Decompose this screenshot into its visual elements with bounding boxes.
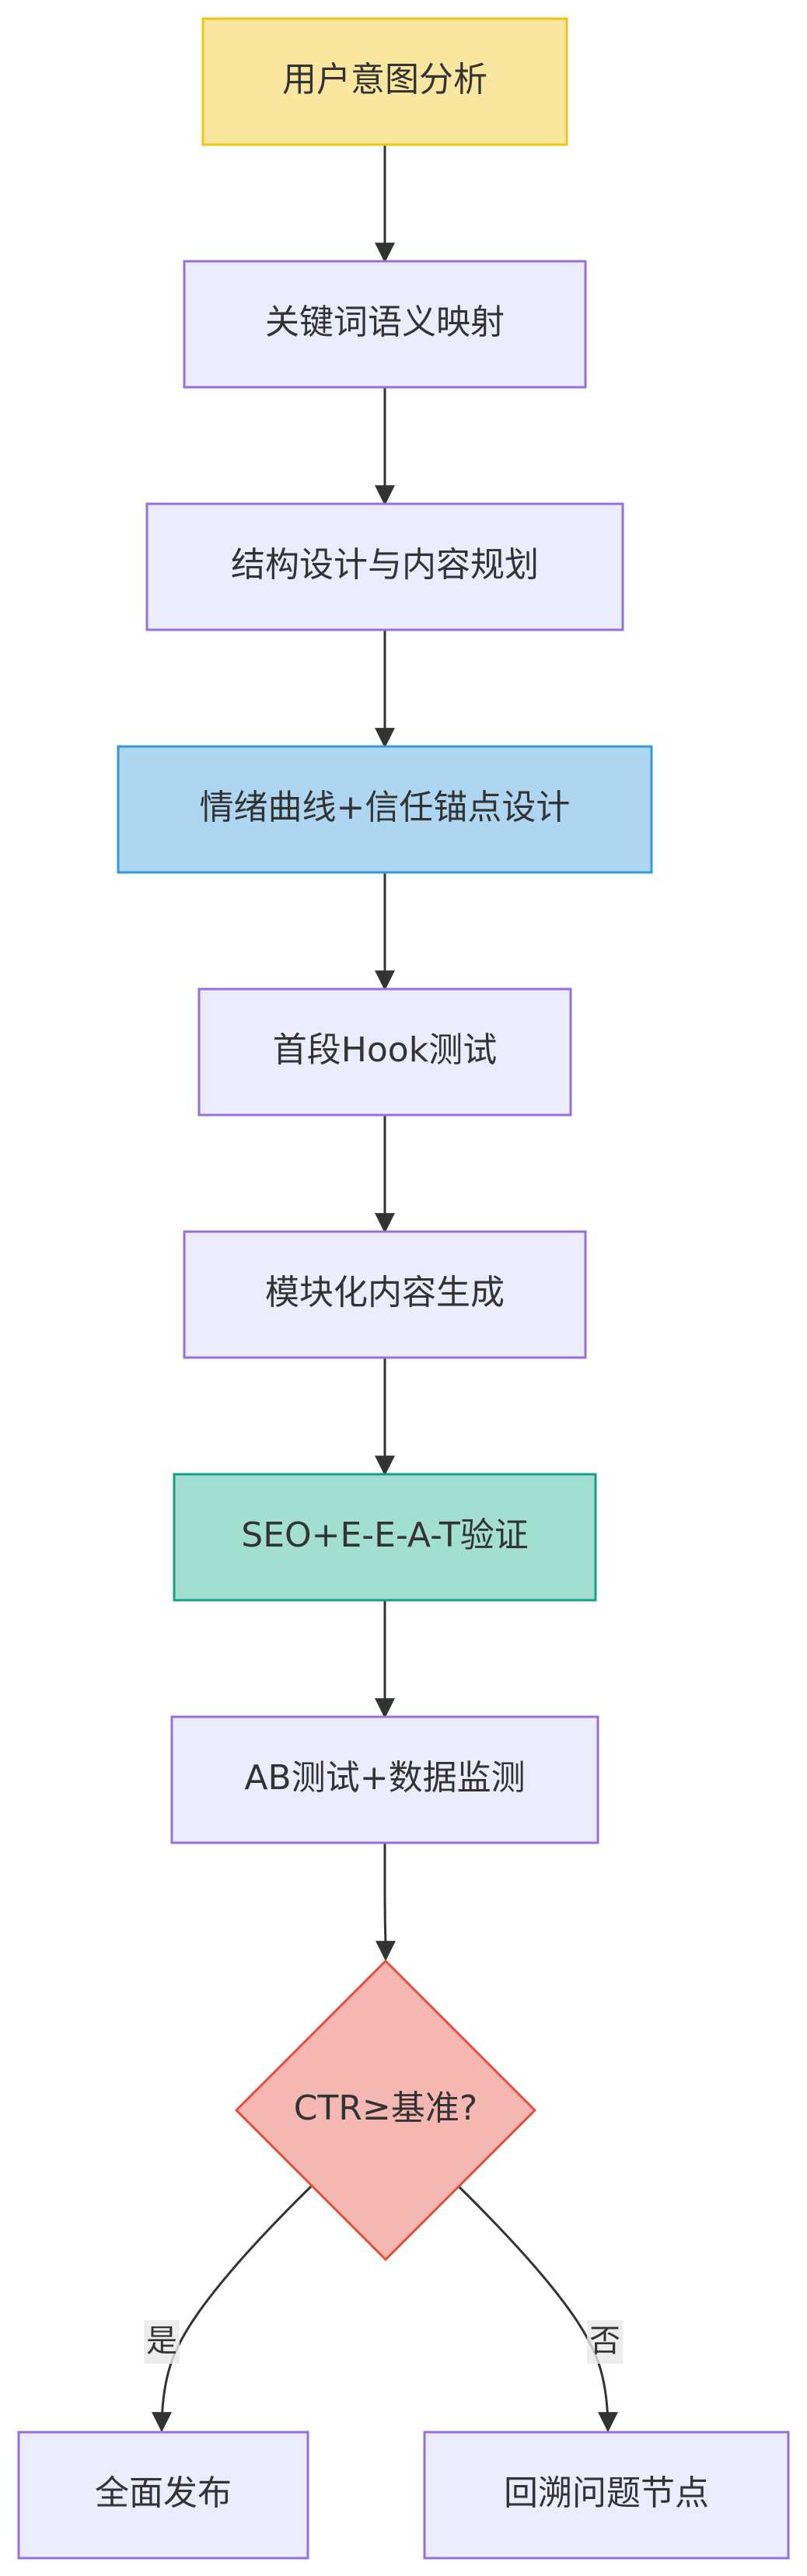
- node-seo-label: SEO+E-E-A-T验证: [241, 1515, 528, 1555]
- edge-label-no: 否: [587, 2320, 623, 2364]
- node-seo-box: [173, 1473, 597, 1602]
- node-publish-label: 全面发布: [95, 2473, 232, 2513]
- edge-decision-publish: [152, 2185, 313, 2433]
- edge-label-yes: 是: [144, 2320, 180, 2364]
- node-emotion-label: 情绪曲线+信任锚点设计: [200, 788, 571, 827]
- node-emotion[interactable]: 情绪曲线+信任锚点设计: [117, 745, 653, 874]
- edge-ab-decision: [376, 1843, 396, 1962]
- edge-label-no-bg: [587, 2320, 623, 2364]
- edges: [152, 145, 618, 2433]
- node-hook[interactable]: 首段Hook测试: [197, 987, 572, 1117]
- node-structure[interactable]: 结构设计与内容规划: [145, 502, 624, 631]
- node-ab[interactable]: AB测试+数据监测: [170, 1715, 599, 1844]
- edge-label-no-text: 否: [589, 2323, 620, 2359]
- node-publish-box: [17, 2431, 309, 2560]
- node-seo[interactable]: SEO+E-E-A-T验证: [173, 1473, 597, 1602]
- node-publish[interactable]: 全面发布: [17, 2431, 309, 2560]
- node-module[interactable]: 模块化内容生成: [183, 1230, 587, 1359]
- node-emotion-box: [117, 745, 653, 874]
- node-hook-label: 首段Hook测试: [273, 1030, 497, 1070]
- node-backtrack[interactable]: 回溯问题节点: [423, 2431, 790, 2560]
- node-decision[interactable]: CTR≥基准?: [234, 1959, 537, 2262]
- node-module-box: [183, 1230, 587, 1359]
- node-ab-box: [170, 1715, 599, 1844]
- node-intent-box: [201, 17, 568, 146]
- node-backtrack-label: 回溯问题节点: [504, 2473, 709, 2513]
- node-intent[interactable]: 用户意图分析: [201, 17, 568, 146]
- node-module-label: 模块化内容生成: [265, 1273, 505, 1312]
- node-backtrack-box: [423, 2431, 790, 2560]
- node-keyword-label: 关键词语义映射: [265, 302, 505, 342]
- node-decision-diamond: [234, 1959, 537, 2262]
- node-hook-box: [197, 987, 572, 1117]
- node-structure-box: [145, 502, 624, 631]
- node-keyword-box: [183, 260, 587, 389]
- edge-decision-backtrack: [457, 2185, 618, 2433]
- node-decision-label: CTR≥基准?: [294, 2088, 477, 2128]
- node-structure-label: 结构设计与内容规划: [231, 545, 539, 585]
- node-keyword[interactable]: 关键词语义映射: [183, 260, 587, 389]
- node-intent-label: 用户意图分析: [282, 60, 487, 100]
- node-ab-label: AB测试+数据监测: [244, 1758, 525, 1798]
- edge-label-yes-bg: [144, 2320, 180, 2364]
- edge-label-yes-text: 是: [146, 2323, 177, 2359]
